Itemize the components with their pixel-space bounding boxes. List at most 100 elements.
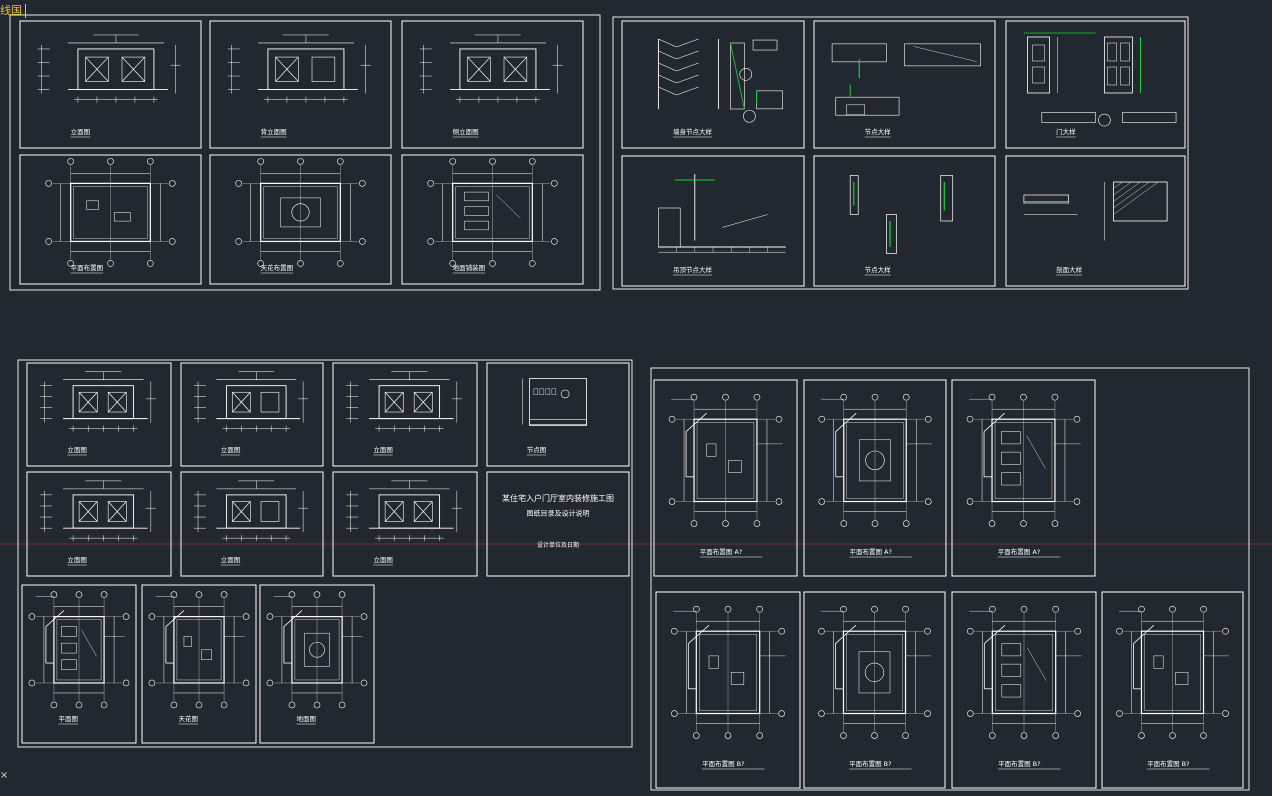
- sheet-frame: [1005, 20, 1186, 149]
- group-top-right[interactable]: 墙身节点大样节点大样门大样吊顶节点大样节点大样剖面大样: [612, 16, 1189, 290]
- sheet-title: 地面铺装图: [453, 263, 486, 272]
- sheet-frame: [951, 379, 1096, 577]
- sheet-frame: [486, 471, 630, 577]
- drawing-sheet[interactable]: 立面图: [332, 362, 478, 467]
- drawing-sheet[interactable]: 立面图: [26, 362, 172, 467]
- sheet-frame: [401, 20, 584, 149]
- drawing-sheet[interactable]: 节点大样: [813, 155, 996, 287]
- sheet-frame: [621, 20, 805, 149]
- sheet-title: 天花布置图: [261, 263, 294, 272]
- cover-text-1: 某住宅入户门厅室内装修施工图: [502, 493, 614, 503]
- ucs-cursor-icon: ×: [0, 770, 9, 781]
- sheet-frame: [621, 155, 805, 287]
- sheet-group-border: [650, 367, 1250, 791]
- sheet-title: 立面图: [373, 555, 393, 564]
- sheet-group-border: [9, 14, 601, 291]
- drawing-sheet[interactable]: 剖面大样: [1005, 155, 1186, 287]
- sheet-frame: [951, 591, 1097, 789]
- drawing-sheet[interactable]: 地面图: [259, 584, 375, 744]
- sheet-title: 平面布置图 A?: [849, 547, 891, 556]
- sheet-frame: [332, 362, 478, 467]
- cover-text-2: 图纸目录及设计说明: [527, 509, 590, 518]
- sheet-title: 剖面大样: [1056, 265, 1083, 274]
- drawing-sheet[interactable]: 门大样: [1005, 20, 1186, 149]
- sheet-title: 立面图: [221, 555, 241, 564]
- sheet-frame: [209, 20, 392, 149]
- sheet-title: 平面布置图 B?: [998, 759, 1040, 768]
- drawing-sheet[interactable]: 平面布置图 B?: [951, 591, 1097, 789]
- drawing-sheet[interactable]: 平面布置图 A?: [653, 379, 798, 577]
- sheet-title: 立面图: [67, 555, 87, 564]
- sheet-title: 节点大样: [865, 127, 892, 136]
- drawing-sheet[interactable]: 立面图: [332, 471, 478, 577]
- sheet-title: 平面布置图 B?: [702, 759, 744, 768]
- sheet-frame: [1101, 591, 1244, 789]
- sheet-title: 平面图: [58, 715, 77, 723]
- sheet-title: 立面图: [67, 445, 87, 454]
- drawing-sheet[interactable]: 节点图: [486, 362, 630, 467]
- drawing-sheet[interactable]: 天花图: [141, 584, 257, 744]
- sheet-frame: [803, 379, 947, 577]
- drawing-sheet[interactable]: 吊顶节点大样: [621, 155, 805, 287]
- drawing-sheet[interactable]: 平面布置图 B?: [1101, 591, 1244, 789]
- sheet-title: 地面图: [296, 714, 316, 723]
- drawing-sheet[interactable]: 立面图: [180, 471, 324, 577]
- sheet-title: 平面布置图: [71, 263, 104, 272]
- sheet-frame: [180, 362, 324, 467]
- sheet-frame: [813, 20, 996, 149]
- sheet-title: 节点图: [527, 446, 547, 454]
- sheet-frame: [19, 154, 202, 285]
- sheet-title: 背立面图: [261, 127, 287, 136]
- drawing-sheet[interactable]: 平面布置图 B?: [655, 591, 801, 789]
- sheet-frame: [1005, 155, 1186, 287]
- drawing-sheet[interactable]: 平面布置图 A?: [803, 379, 947, 577]
- sheet-frame: [259, 584, 375, 744]
- sheet-title: 立面图: [373, 445, 393, 454]
- sheet-title: 平面布置图 B?: [849, 759, 891, 768]
- viewport-label[interactable]: 线国: [0, 4, 26, 18]
- sheet-frame: [332, 471, 478, 577]
- sheet-title: 平面布置图 A?: [700, 547, 742, 556]
- drawing-sheet[interactable]: 墙身节点大样: [621, 20, 805, 149]
- drawing-sheet[interactable]: 立面图: [180, 362, 324, 467]
- drawing-sheet[interactable]: 节点大样: [813, 20, 996, 149]
- drawing-sheet[interactable]: 天花布置图: [209, 154, 392, 285]
- sheet-title: 立面图: [71, 127, 91, 136]
- group-bottom-left[interactable]: 立面图立面图立面图节点图立面图立面图立面图某住宅入户门厅室内装修施工图图纸目录及…: [17, 359, 633, 748]
- sheet-frame: [401, 154, 584, 285]
- drawing-sheet[interactable]: 平面布置图: [19, 154, 202, 285]
- sheet-title: 平面布置图 A?: [998, 547, 1040, 556]
- drawing-sheet[interactable]: 地面铺装图: [401, 154, 584, 285]
- sheet-title: 墙身节点大样: [673, 127, 713, 136]
- sheet-group-border: [612, 16, 1189, 290]
- drawing-sheet[interactable]: 平面布置图 B?: [803, 591, 946, 789]
- sheet-frame: [180, 471, 324, 577]
- sheet-frame: [813, 155, 996, 287]
- sheet-frame: [486, 362, 630, 467]
- drawing-sheet[interactable]: 背立面图: [209, 20, 392, 149]
- sheet-frame: [26, 471, 172, 577]
- drawing-sheet[interactable]: 立面图: [26, 471, 172, 577]
- sheet-title: 吊顶节点大样: [673, 265, 713, 274]
- drawing-sheet[interactable]: 侧立面图: [401, 20, 584, 149]
- sheet-title: 立面图: [221, 445, 241, 454]
- sheet-frame: [21, 584, 137, 744]
- drawing-sheet[interactable]: 平面图: [21, 584, 137, 744]
- group-bottom-right[interactable]: 平面布置图 A? 平面布置图 A? 平面布置图 A? 平面布置图 B? 平面布置图 B?…: [650, 367, 1250, 791]
- sheet-frame: [209, 154, 392, 285]
- drawing-sheet[interactable]: 平面布置图 A?: [951, 379, 1096, 577]
- sheet-frame: [26, 362, 172, 467]
- sheet-frame: [653, 379, 798, 577]
- drawing-sheet[interactable]: 立面图: [19, 20, 202, 149]
- cover-text-3: 设计单位及日期: [537, 541, 579, 549]
- sheet-group-border: [17, 359, 633, 748]
- sheet-frame: [19, 20, 202, 149]
- sheet-title: 节点大样: [865, 265, 892, 274]
- sheet-title: 平面布置图 B?: [1147, 759, 1189, 768]
- sheet-frame: [141, 584, 257, 744]
- sheet-title: 门大样: [1056, 127, 1076, 136]
